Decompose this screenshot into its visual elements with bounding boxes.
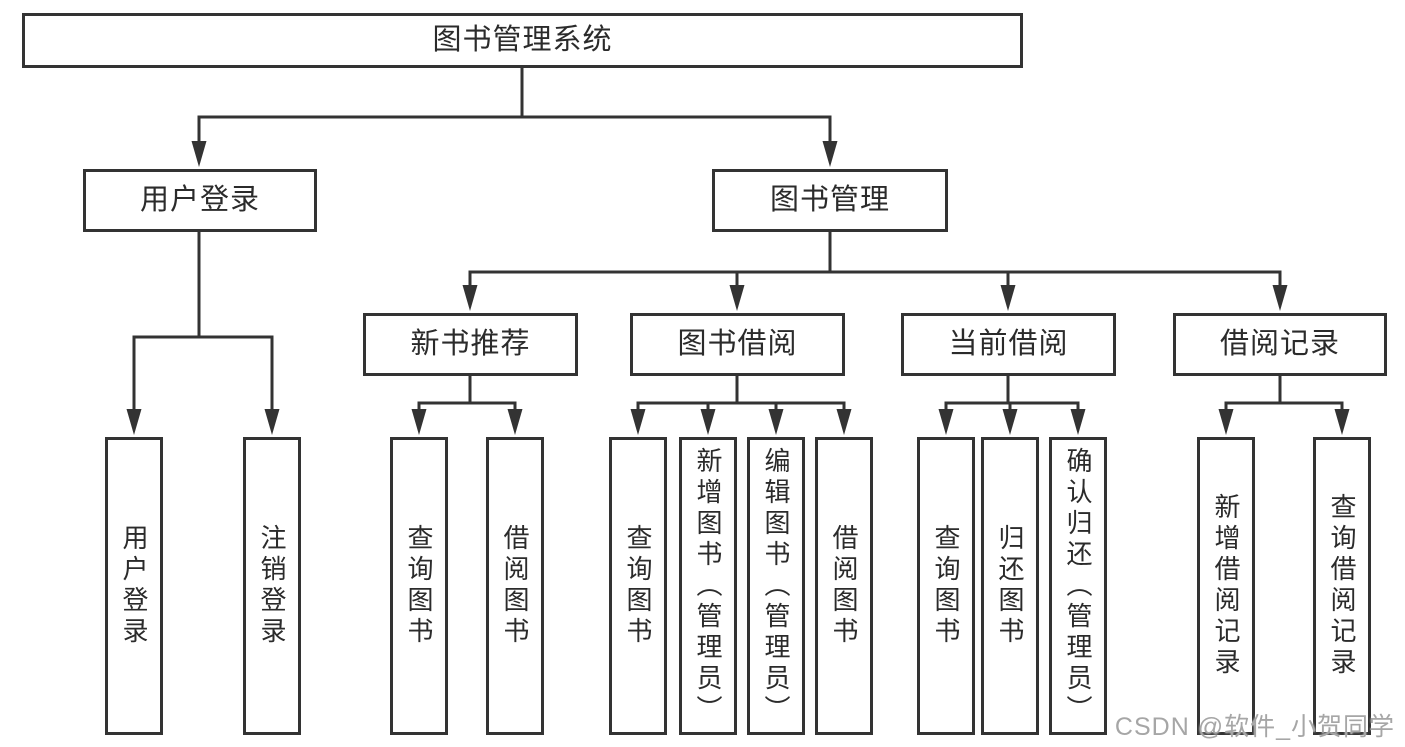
leaf-query-borrow-record: 查询借阅记录 [1313, 437, 1371, 735]
leaf-query-books-borrowing-label: 查询图书 [623, 524, 653, 648]
leaf-query-books-recommend: 查询图书 [390, 437, 448, 735]
csdn-watermark: CSDN @软件_小贺同学 [1114, 713, 1395, 741]
leaf-logout-label: 注销登录 [257, 524, 287, 648]
leaf-query-books-recommend-label: 查询图书 [404, 524, 434, 648]
leaf-add-books-admin-label: 新增图书（管理员） [693, 446, 723, 726]
node-book-borrowing: 图书借阅 [630, 313, 845, 376]
leaf-query-books-current-label: 查询图书 [931, 524, 961, 648]
leaf-borrow-books-borrowing-label: 借阅图书 [829, 524, 859, 648]
node-borrowing-records: 借阅记录 [1173, 313, 1387, 376]
node-current-borrowing: 当前借阅 [901, 313, 1116, 376]
leaf-query-books-borrowing: 查询图书 [609, 437, 667, 735]
leaf-add-books-admin: 新增图书（管理员） [679, 437, 737, 735]
leaf-return-books-label: 归还图书 [995, 524, 1025, 648]
leaf-add-borrow-record: 新增借阅记录 [1197, 437, 1255, 735]
leaf-confirm-return-admin-label: 确认归还（管理员） [1063, 446, 1093, 726]
leaf-borrow-books-borrowing: 借阅图书 [815, 437, 873, 735]
leaf-return-books: 归还图书 [981, 437, 1039, 735]
leaf-confirm-return-admin: 确认归还（管理员） [1049, 437, 1107, 735]
node-new-book-recommendation: 新书推荐 [363, 313, 578, 376]
node-book-management: 图书管理 [712, 169, 948, 232]
leaf-user-login-label: 用户登录 [119, 524, 149, 648]
leaf-edit-books-admin-label: 编辑图书（管理员） [761, 446, 791, 726]
leaf-borrow-books-recommend-label: 借阅图书 [500, 524, 530, 648]
leaf-logout: 注销登录 [243, 437, 301, 735]
leaf-borrow-books-recommend: 借阅图书 [486, 437, 544, 735]
leaf-user-login: 用户登录 [105, 437, 163, 735]
node-library-management-system: 图书管理系统 [22, 13, 1023, 68]
node-user-login: 用户登录 [83, 169, 317, 232]
leaf-query-books-current: 查询图书 [917, 437, 975, 735]
leaf-query-borrow-record-label: 查询借阅记录 [1327, 493, 1357, 679]
leaf-edit-books-admin: 编辑图书（管理员） [747, 437, 805, 735]
leaf-add-borrow-record-label: 新增借阅记录 [1211, 493, 1241, 679]
